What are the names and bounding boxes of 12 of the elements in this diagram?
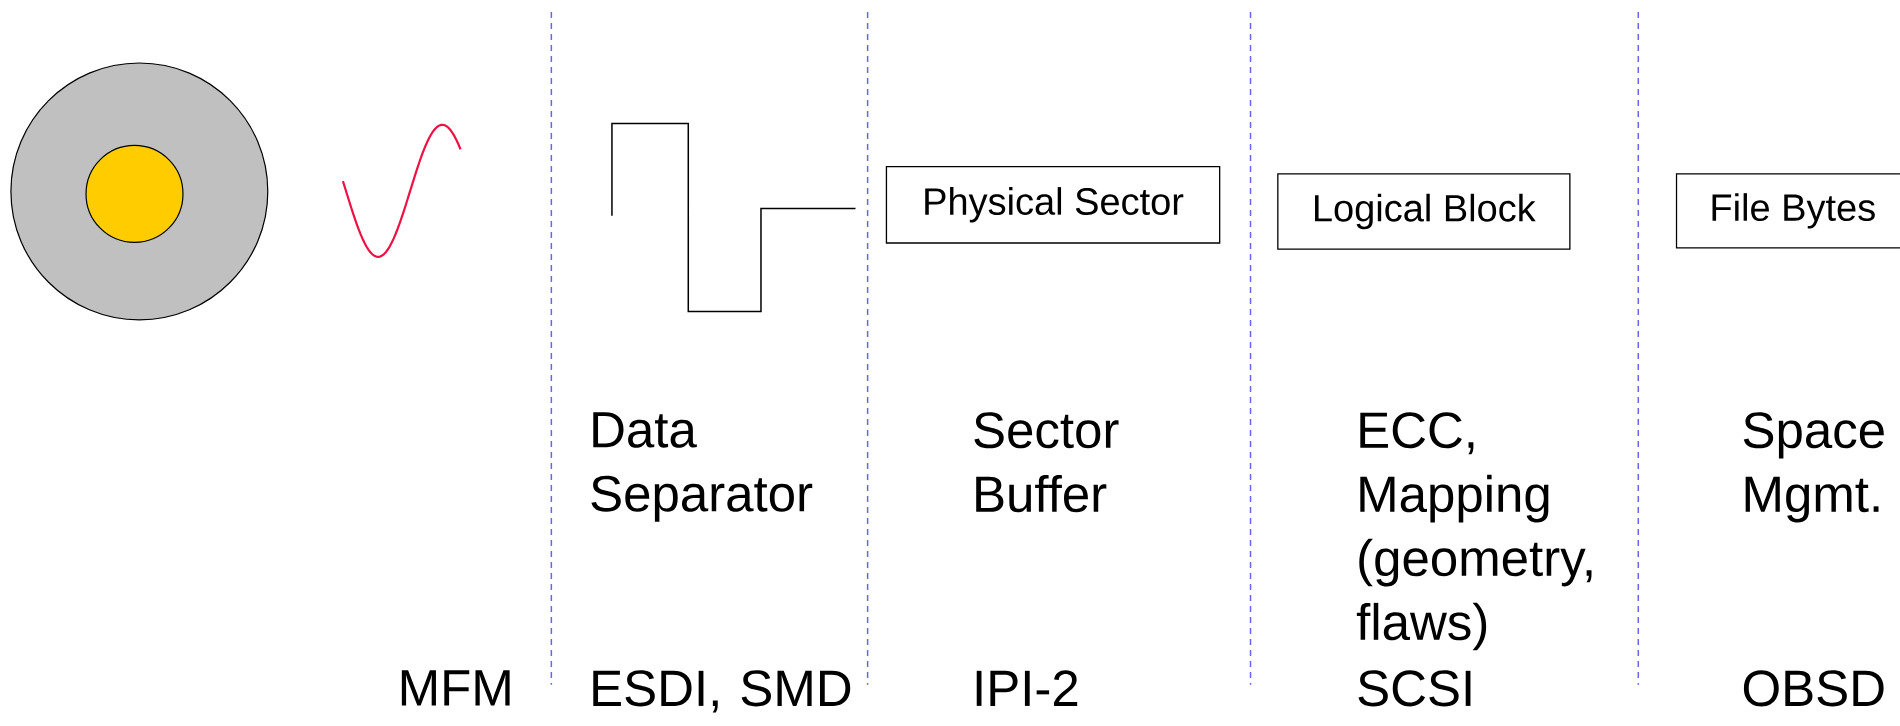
layer-label: SCSI bbox=[1358, 670, 1471, 707]
layer-label: Space Mgmt. bbox=[1743, 412, 1884, 523]
layer-label: ECC, Mapping (geometry, flaws) bbox=[1356, 412, 1592, 651]
layer-label: Sector Buffer bbox=[974, 412, 1119, 513]
layer-label: IPI-2 bbox=[976, 670, 1078, 706]
layer-label: ESDI, SMD bbox=[593, 670, 851, 713]
layer-label: MFM bbox=[401, 670, 510, 706]
layer-label: Data Separator bbox=[591, 412, 813, 522]
label-box: Logical Block bbox=[1277, 173, 1571, 250]
label-box: File Bytes bbox=[1675, 173, 1900, 249]
layer-label: OBSD bbox=[1743, 670, 1884, 707]
label-box: Physical Sector bbox=[885, 166, 1221, 244]
